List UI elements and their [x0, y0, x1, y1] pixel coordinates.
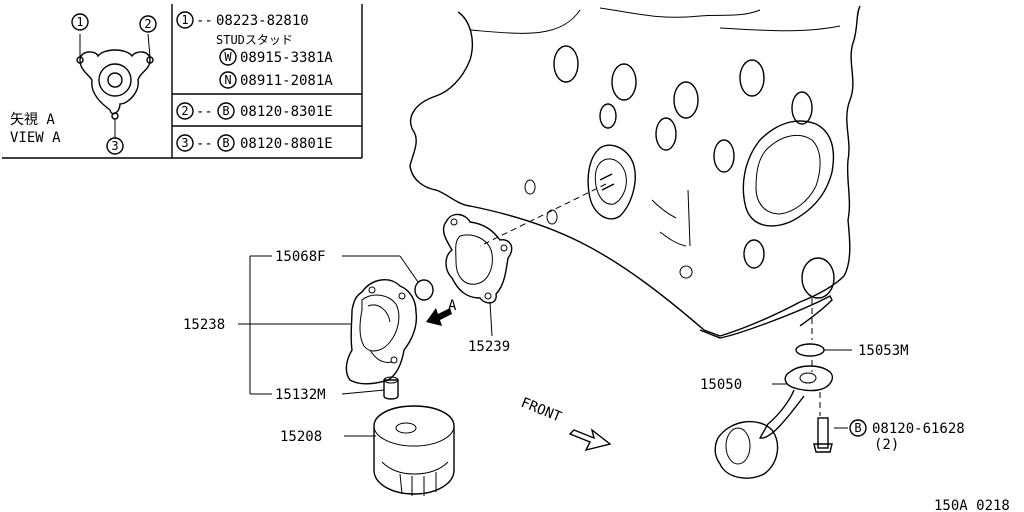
marker-3-circle [106, 137, 124, 155]
row3-marker: 3 [181, 136, 188, 150]
row1-part: 08223-82810 [216, 13, 309, 29]
row1-prefix: -- [196, 13, 213, 29]
row-stud-part: STUDスタッド [216, 33, 293, 47]
o-ring-15068F [414, 279, 434, 301]
front-arrow: FRONT [519, 395, 612, 452]
engine-block-illustration [409, 5, 861, 339]
callout-15068F: 15068F [275, 249, 326, 265]
callout-15238: 15238 [183, 317, 225, 333]
arrow-a-label: A [448, 298, 457, 314]
row3-part: 08120-8801E [240, 136, 333, 152]
row-n-marker: N [224, 73, 231, 87]
row-n-part: 08911-2081A [240, 73, 333, 89]
oil-filter-bracket-15238 [345, 279, 418, 385]
alignment-line [479, 183, 607, 247]
figure-code: 150A 0218 [934, 498, 1010, 512]
bolt-marker-circle [849, 419, 867, 437]
front-label: FRONT [519, 395, 565, 426]
oil-filter-15208 [373, 405, 455, 496]
callout-15208: 15208 [280, 429, 322, 445]
callout-bolt-part: 08120-61628 [872, 421, 965, 437]
row-w-part: 08915-3381A [240, 50, 333, 66]
callout-15132M: 15132M [275, 387, 326, 403]
arrow-a [426, 308, 452, 326]
legend-table: 1 2 3 矢視 A VIEW A 1 -- 08223-82810 STUDス… [2, 4, 363, 159]
marker-2-circle [139, 15, 157, 33]
callout-15053M: 15053M [858, 343, 909, 359]
connector-15132M [383, 376, 399, 400]
row2-marker: 2 [181, 104, 188, 118]
bolt-marker: B [854, 421, 861, 435]
marker-2-label: 2 [144, 17, 151, 31]
row2-part: 08120-8301E [240, 104, 333, 120]
leader-lines [238, 255, 852, 437]
o-ring-15053M [795, 343, 825, 357]
row3-sub-marker: B [222, 136, 229, 150]
gasket-15239 [442, 213, 513, 304]
callout-15050: 15050 [700, 377, 742, 393]
view-a-flange-sketch: 1 2 3 [71, 13, 157, 155]
marker-3-label: 3 [111, 139, 118, 153]
marker-1-label: 1 [76, 15, 83, 29]
view-label-en: VIEW A [10, 130, 61, 146]
row3-prefix: -- [196, 136, 213, 152]
bolt-08120-61628 [813, 417, 833, 453]
callout-bolt-qty: (2) [874, 437, 899, 453]
row-w-marker: W [224, 50, 232, 64]
row1-marker: 1 [181, 13, 188, 27]
row2-prefix: -- [196, 104, 213, 120]
oil-strainer-15050 [714, 365, 834, 479]
row2-sub-marker: B [222, 104, 229, 118]
view-label-jp: 矢視 A [10, 112, 55, 128]
marker-1-circle [71, 13, 89, 31]
callout-15239: 15239 [468, 339, 510, 355]
